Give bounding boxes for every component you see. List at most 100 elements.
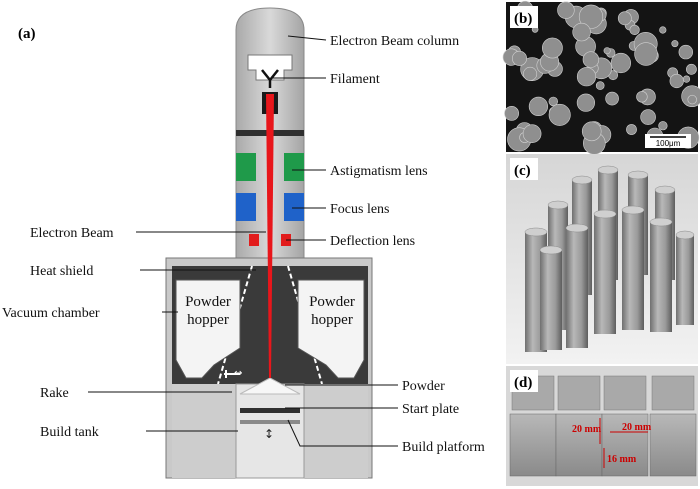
particle bbox=[528, 96, 549, 116]
pillar bbox=[566, 228, 588, 348]
block-front bbox=[555, 413, 603, 477]
particle bbox=[634, 42, 658, 66]
panel-c-tag: (c) bbox=[514, 163, 531, 179]
platform-arrow-icon: ↕ bbox=[264, 427, 274, 441]
particle bbox=[548, 103, 571, 126]
particle bbox=[523, 66, 538, 81]
block-back bbox=[603, 375, 647, 411]
particle bbox=[669, 73, 684, 89]
pillar-top bbox=[597, 165, 619, 175]
pillar bbox=[540, 250, 562, 350]
particle bbox=[582, 51, 600, 68]
powder-hopper-left bbox=[175, 279, 241, 379]
block-back bbox=[557, 375, 601, 411]
astigmatism-lens-right bbox=[284, 153, 304, 181]
filament-assembly bbox=[247, 54, 293, 114]
pillar bbox=[594, 214, 616, 334]
particle bbox=[595, 81, 605, 90]
pillar-top bbox=[675, 230, 695, 240]
particle bbox=[576, 93, 596, 112]
panel-b-micrograph: 100μm (b) bbox=[502, 0, 700, 155]
powder-particles bbox=[502, 0, 700, 155]
electron-beam bbox=[266, 94, 274, 378]
pillar bbox=[622, 210, 644, 330]
dim-label-b: 20 mm bbox=[622, 422, 652, 433]
rake bbox=[224, 370, 240, 378]
label-electron-beam: Electron Beam bbox=[30, 226, 114, 241]
label-build-tank: Build tank bbox=[40, 425, 99, 440]
block-back bbox=[651, 375, 695, 411]
particle bbox=[610, 52, 632, 74]
panel-b-tag: (b) bbox=[514, 11, 532, 27]
pillar-top bbox=[524, 227, 548, 237]
leader-lines-left bbox=[88, 231, 266, 432]
pillar-top bbox=[571, 175, 593, 185]
particle bbox=[603, 47, 611, 55]
particle bbox=[576, 67, 597, 87]
filament-icon bbox=[261, 69, 279, 88]
dim-label-c: 16 mm bbox=[607, 454, 637, 465]
label-heat-shield: Heat shield bbox=[30, 264, 93, 279]
label-electron-beam-column: Electron Beam column bbox=[330, 34, 459, 49]
pillar-top bbox=[649, 217, 673, 227]
panel-a-tag: (a) bbox=[18, 26, 36, 42]
particle bbox=[557, 1, 575, 19]
pillar-top bbox=[565, 223, 589, 233]
label-build-platform: Build platform bbox=[402, 440, 485, 455]
panel-d-photo: 20 mm 20 mm 16 mm (d) bbox=[506, 366, 698, 486]
label-powder: Powder bbox=[402, 379, 445, 394]
focus-lens-left bbox=[236, 193, 256, 221]
powder-hopper-right bbox=[297, 279, 365, 379]
particle bbox=[572, 22, 591, 42]
printed-pillars bbox=[524, 165, 695, 352]
particle bbox=[542, 37, 563, 59]
pillar-top bbox=[627, 170, 649, 180]
label-deflection-lens: Deflection lens bbox=[330, 234, 415, 249]
hopper-left-label-1: Powder bbox=[185, 294, 231, 310]
pillar bbox=[650, 222, 672, 332]
label-filament: Filament bbox=[330, 72, 380, 87]
pillar-top bbox=[593, 209, 617, 219]
hopper-right-label-1: Powder bbox=[309, 294, 355, 310]
label-rake: Rake bbox=[40, 386, 69, 401]
particle bbox=[605, 91, 619, 106]
particle bbox=[640, 109, 656, 125]
block-front bbox=[649, 413, 697, 477]
pillar-top bbox=[621, 205, 645, 215]
particle bbox=[511, 50, 527, 66]
particle bbox=[626, 124, 637, 135]
particle bbox=[687, 94, 697, 105]
leader-lines-right bbox=[272, 35, 398, 447]
label-vacuum-chamber: Vacuum chamber bbox=[2, 306, 100, 321]
build-platform bbox=[240, 420, 300, 424]
particle bbox=[671, 40, 679, 48]
particle bbox=[682, 75, 691, 83]
pillar-top bbox=[654, 185, 676, 195]
particle bbox=[629, 24, 640, 35]
astigmatism-lens-left bbox=[236, 153, 256, 181]
heat-shield bbox=[217, 265, 323, 385]
particle bbox=[548, 96, 558, 107]
powder-bed bbox=[239, 377, 301, 395]
focus-lens-right bbox=[284, 193, 304, 221]
label-astigmatism-lens: Astigmatism lens bbox=[330, 164, 428, 179]
pillar-top bbox=[547, 200, 569, 210]
particle bbox=[678, 44, 693, 60]
rake-arrow-icon: ↔ bbox=[234, 368, 242, 379]
particle bbox=[581, 121, 602, 142]
block-front bbox=[509, 413, 557, 477]
particle bbox=[504, 106, 519, 121]
label-focus-lens: Focus lens bbox=[330, 202, 390, 217]
hopper-right-label-2: hopper bbox=[311, 312, 353, 328]
panel-d-tag: (d) bbox=[514, 375, 532, 391]
pillar-top bbox=[539, 245, 563, 255]
scale-bar-label: 100μm bbox=[656, 139, 681, 148]
particle bbox=[686, 63, 697, 75]
particle bbox=[659, 26, 667, 34]
start-plate bbox=[240, 408, 300, 413]
block-front bbox=[601, 413, 649, 477]
hopper-left-label-2: hopper bbox=[187, 312, 229, 328]
pillar bbox=[676, 235, 694, 325]
label-start-plate: Start plate bbox=[402, 402, 459, 417]
